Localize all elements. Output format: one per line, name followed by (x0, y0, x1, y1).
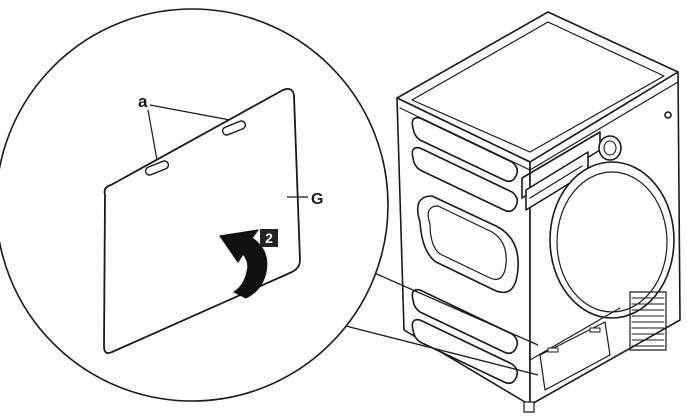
clip-leader-left (147, 109, 158, 161)
rotation-arrow-icon (219, 229, 268, 299)
dryer-top-inner (411, 21, 665, 153)
program-dial-inner (603, 140, 617, 156)
door-glass (556, 171, 668, 313)
side-oval-pocket (416, 195, 519, 294)
vent-grille (629, 291, 667, 351)
side-groove-1 (411, 116, 519, 183)
clip-leader-right (149, 104, 231, 121)
step-badge: 2 (260, 229, 278, 247)
side-groove-2 (411, 146, 519, 213)
side-oval-pocket-inner (427, 205, 507, 280)
filter-cover-on-dryer (539, 321, 611, 391)
drawer-slot (529, 165, 583, 199)
cover-clip-right (221, 120, 247, 136)
plinth-line (529, 307, 621, 361)
zoom-callout (0, 8, 389, 402)
program-dial (598, 135, 622, 161)
cover-tab-1 (547, 347, 559, 353)
vent-slats (631, 297, 665, 347)
side-groove-4 (411, 318, 519, 385)
clip-label: a (138, 92, 148, 111)
cover-label: G (311, 191, 323, 208)
side-groove-3 (411, 288, 519, 355)
callout-connector (341, 267, 539, 376)
tumble-dryer (396, 11, 681, 413)
indicator-light (664, 111, 672, 119)
step-number: 2 (265, 230, 273, 246)
dryer-foot-front (523, 401, 535, 413)
cover-tab-2 (589, 327, 601, 333)
cover-clip-left (144, 160, 170, 176)
